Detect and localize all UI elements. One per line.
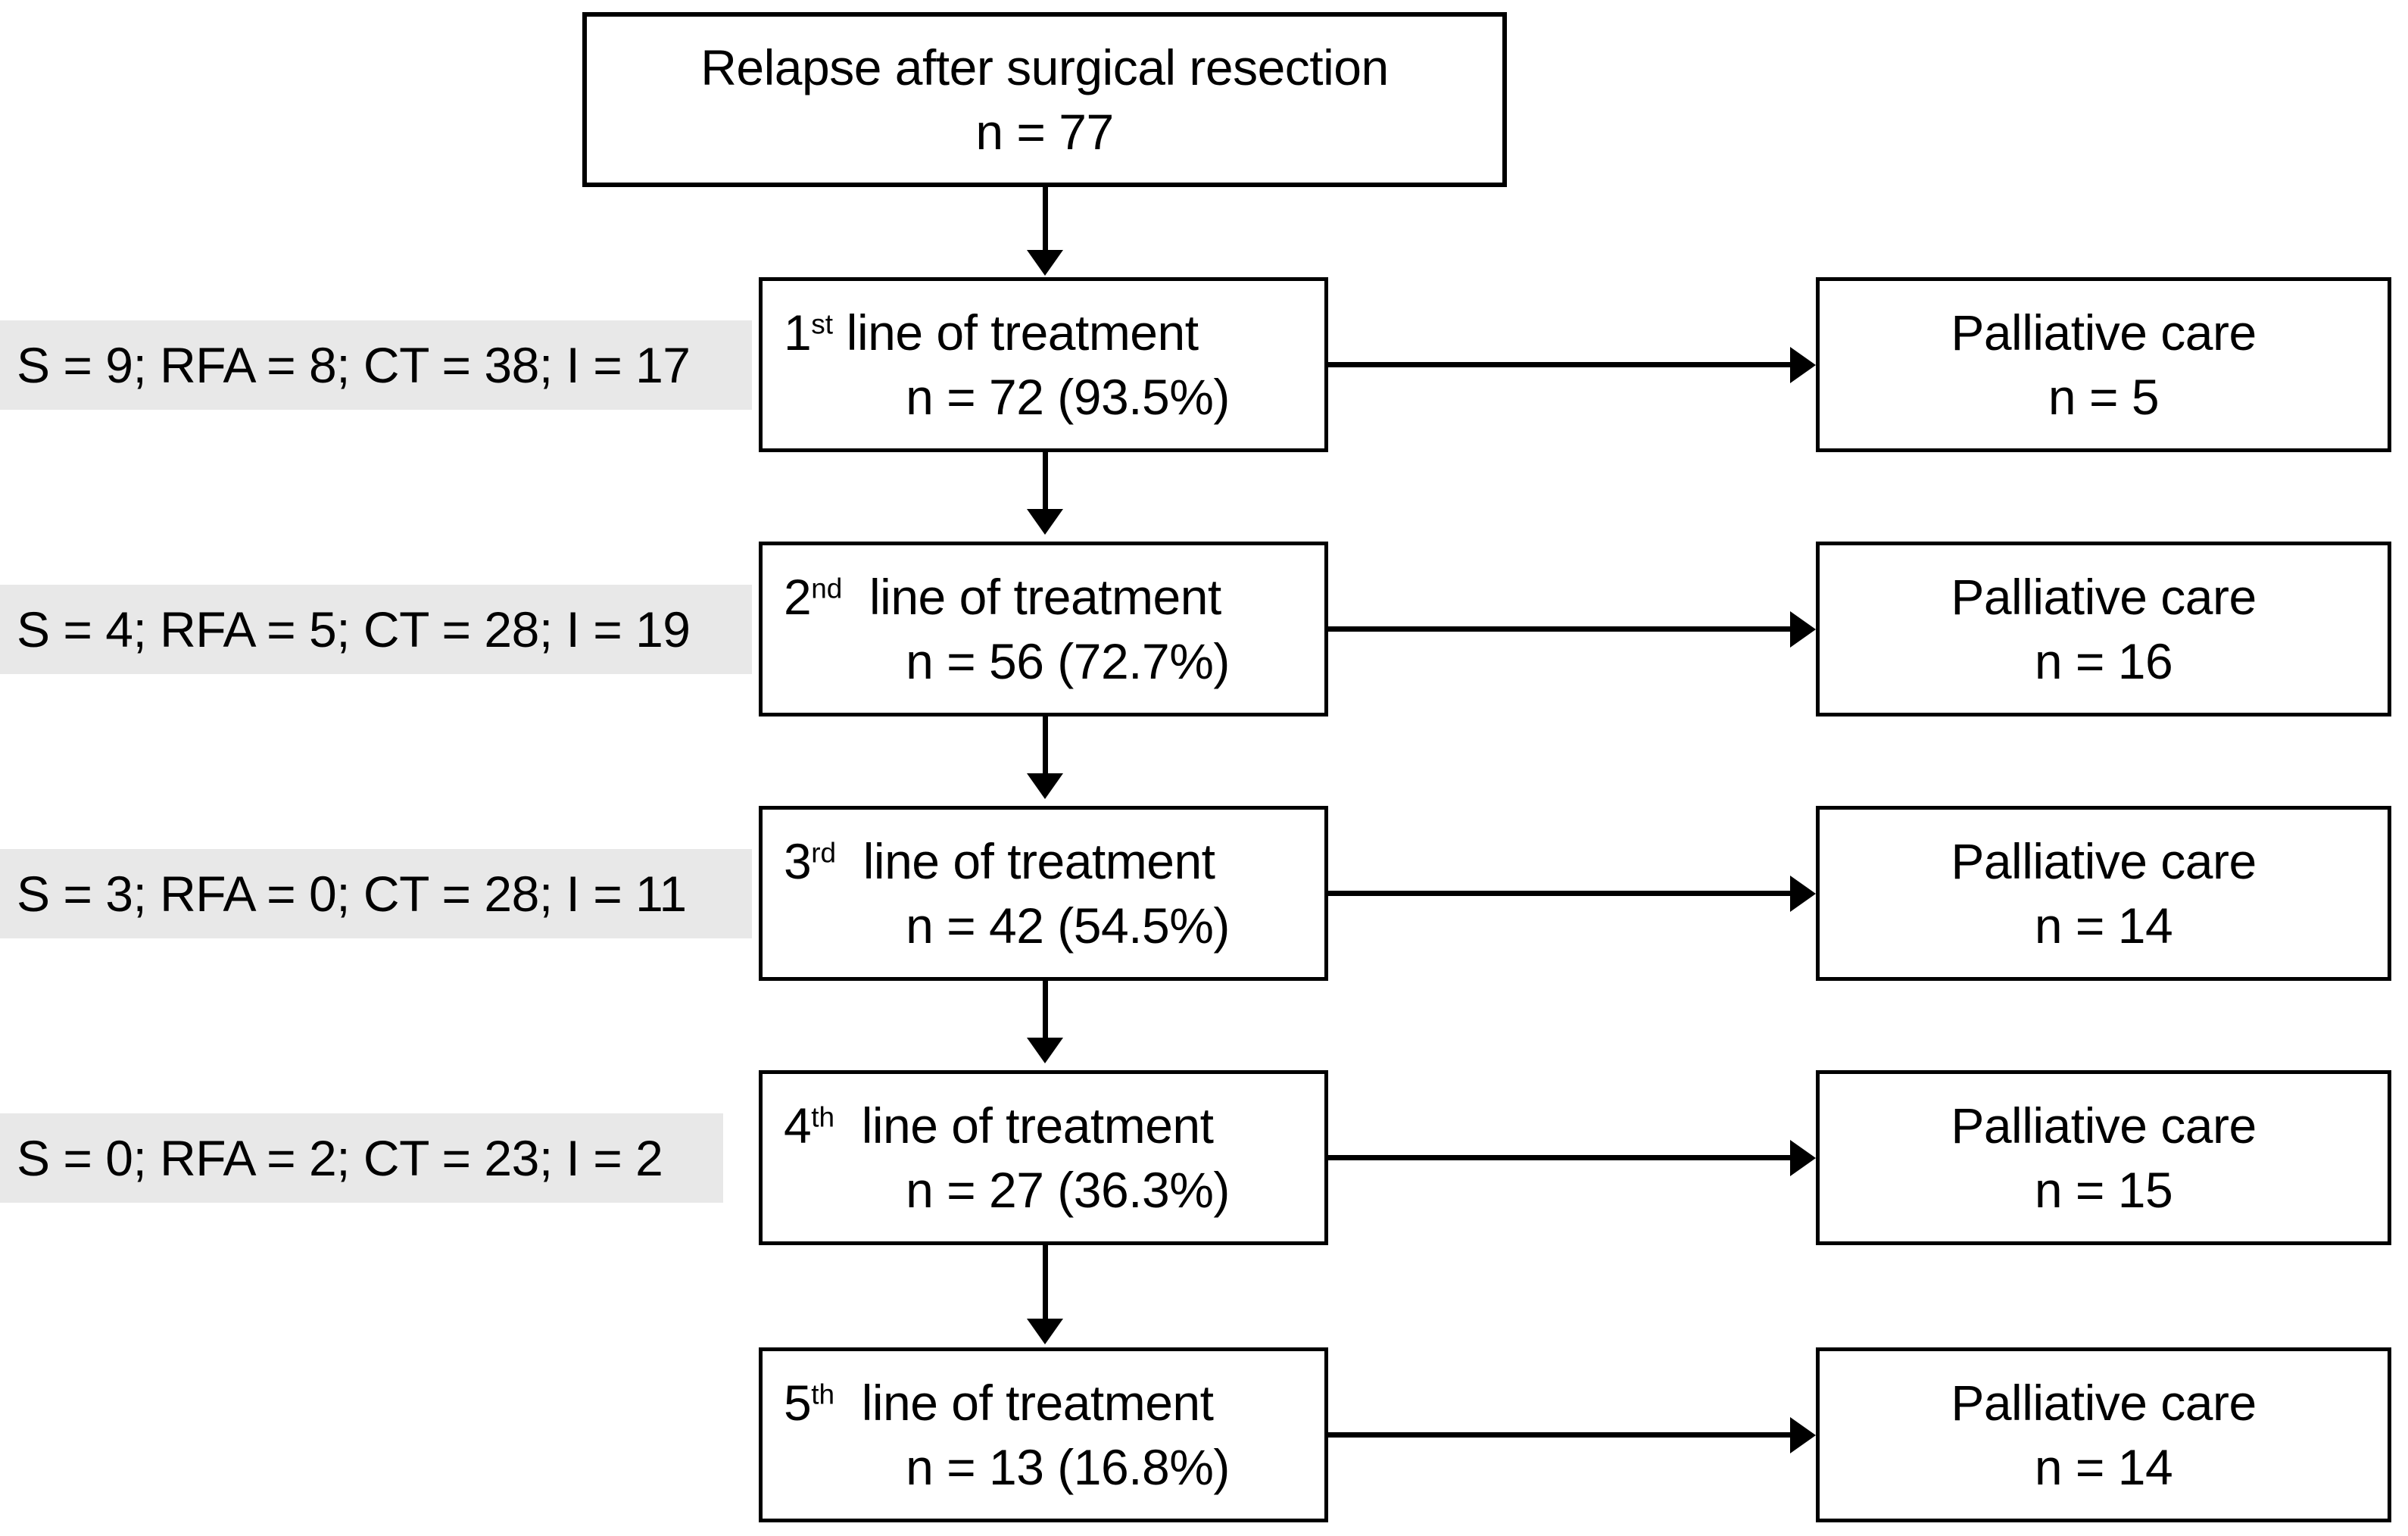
treatment-box-line4-count: n = 27 (36.3%) bbox=[906, 1161, 1230, 1218]
palliative-box-line4-count: n = 15 bbox=[2034, 1161, 2173, 1218]
arrow-line2-to-line3-shaft bbox=[1043, 716, 1048, 776]
arrow-root-to-line1-shaft bbox=[1043, 187, 1048, 252]
palliative-box-line3-count: n = 14 bbox=[2034, 897, 2173, 954]
treatment-box-line5: 5th line of treatment n = 13 (16.8%) bbox=[759, 1347, 1328, 1522]
palliative-box-line5-count: n = 14 bbox=[2034, 1438, 2173, 1495]
arrow-root-to-line1-head bbox=[1027, 250, 1063, 276]
arrow-line4-to-line5-head bbox=[1027, 1319, 1063, 1344]
treatment-box-line2-count: n = 56 (72.7%) bbox=[906, 632, 1230, 689]
ordinal-suffix: th bbox=[811, 1101, 835, 1133]
ordinal-suffix: nd bbox=[811, 573, 843, 604]
palliative-box-line1-title: Palliative care bbox=[1951, 304, 2257, 361]
root-box-count: n = 77 bbox=[975, 103, 1114, 160]
treatment-box-line3-count: n = 42 (54.5%) bbox=[906, 897, 1230, 954]
ordinal-suffix: rd bbox=[811, 837, 837, 869]
arrow-line4-to-palliative4-head bbox=[1790, 1140, 1816, 1176]
ordinal-suffix: th bbox=[811, 1378, 835, 1410]
arrow-line4-to-palliative4-shaft bbox=[1328, 1155, 1792, 1160]
ordinal-suffix: st bbox=[811, 308, 833, 340]
palliative-box-line4: Palliative care n = 15 bbox=[1816, 1070, 2391, 1245]
treatment-box-line1-count: n = 72 (93.5%) bbox=[906, 368, 1230, 425]
palliative-box-line1-count: n = 5 bbox=[2048, 368, 2160, 425]
arrow-line1-to-line2-shaft bbox=[1043, 452, 1048, 511]
palliative-box-line2-title: Palliative care bbox=[1951, 569, 2257, 626]
treatment-box-line4-title: 4th line of treatment bbox=[784, 1097, 1214, 1154]
arrow-line1-to-palliative1-shaft bbox=[1328, 362, 1792, 367]
palliative-box-line5: Palliative care n = 14 bbox=[1816, 1347, 2391, 1522]
palliative-box-line2: Palliative care n = 16 bbox=[1816, 542, 2391, 716]
arrow-line4-to-line5-shaft bbox=[1043, 1245, 1048, 1321]
arrow-line3-to-line4-shaft bbox=[1043, 981, 1048, 1040]
palliative-box-line1: Palliative care n = 5 bbox=[1816, 277, 2391, 452]
arrow-line2-to-palliative2-head bbox=[1790, 611, 1816, 648]
palliative-box-line4-title: Palliative care bbox=[1951, 1097, 2257, 1154]
side-label-line1: S = 9; RFA = 8; CT = 38; I = 17 bbox=[0, 320, 752, 410]
root-box-title: Relapse after surgical resection bbox=[700, 39, 1389, 96]
side-label-line2: S = 4; RFA = 5; CT = 28; I = 19 bbox=[0, 585, 752, 674]
palliative-box-line2-count: n = 16 bbox=[2034, 632, 2173, 689]
arrow-line3-to-palliative3-head bbox=[1790, 876, 1816, 912]
treatment-box-line5-count: n = 13 (16.8%) bbox=[906, 1438, 1230, 1495]
arrow-line3-to-line4-head bbox=[1027, 1038, 1063, 1063]
arrow-line3-to-palliative3-shaft bbox=[1328, 891, 1792, 896]
side-label-line3-text: S = 3; RFA = 0; CT = 28; I = 11 bbox=[17, 866, 687, 922]
side-label-line1-text: S = 9; RFA = 8; CT = 38; I = 17 bbox=[17, 337, 691, 393]
treatment-box-line5-title: 5th line of treatment bbox=[784, 1375, 1214, 1431]
arrow-line5-to-palliative5-shaft bbox=[1328, 1432, 1792, 1438]
treatment-box-line3: 3rd line of treatment n = 42 (54.5%) bbox=[759, 806, 1328, 981]
palliative-box-line3: Palliative care n = 14 bbox=[1816, 806, 2391, 981]
treatment-box-line3-title: 3rd line of treatment bbox=[784, 833, 1215, 890]
treatment-box-line2-title: 2nd line of treatment bbox=[784, 569, 1221, 626]
treatment-box-line4: 4th line of treatment n = 27 (36.3%) bbox=[759, 1070, 1328, 1245]
side-label-line2-text: S = 4; RFA = 5; CT = 28; I = 19 bbox=[17, 601, 691, 657]
side-label-line3: S = 3; RFA = 0; CT = 28; I = 11 bbox=[0, 849, 752, 938]
treatment-box-line1: 1st line of treatment n = 72 (93.5%) bbox=[759, 277, 1328, 452]
arrow-line2-to-palliative2-shaft bbox=[1328, 626, 1792, 632]
treatment-box-line2: 2nd line of treatment n = 56 (72.7%) bbox=[759, 542, 1328, 716]
side-label-line4: S = 0; RFA = 2; CT = 23; I = 2 bbox=[0, 1113, 723, 1203]
side-label-line4-text: S = 0; RFA = 2; CT = 23; I = 2 bbox=[17, 1130, 663, 1186]
treatment-box-line1-title: 1st line of treatment bbox=[784, 304, 1199, 361]
palliative-box-line3-title: Palliative care bbox=[1951, 833, 2257, 890]
arrow-line1-to-line2-head bbox=[1027, 509, 1063, 535]
arrow-line2-to-line3-head bbox=[1027, 773, 1063, 799]
root-box-relapse: Relapse after surgical resection n = 77 bbox=[582, 12, 1507, 187]
arrow-line5-to-palliative5-head bbox=[1790, 1417, 1816, 1453]
palliative-box-line5-title: Palliative care bbox=[1951, 1375, 2257, 1431]
arrow-line1-to-palliative1-head bbox=[1790, 347, 1816, 383]
